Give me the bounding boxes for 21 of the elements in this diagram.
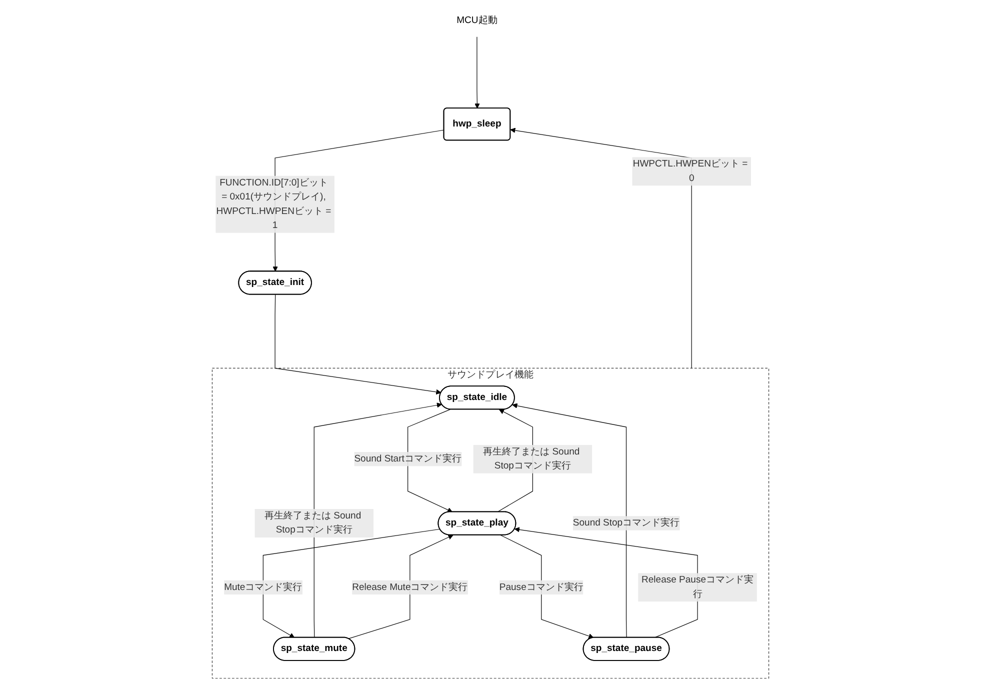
edge-label: Sound Stopコマンド実行 (572, 518, 680, 528)
edge-label: Pauseコマンド実行 (499, 582, 584, 592)
edge-label: Release Pauseコマンド実行 (642, 574, 754, 600)
edge-label: Muteコマンド実行 (224, 582, 302, 592)
arrow (408, 409, 453, 512)
arrow (314, 402, 442, 638)
arrow (512, 403, 627, 638)
arrow (510, 128, 692, 369)
edge-label: 再生終了または Sound Stopコマンド実行 (264, 510, 362, 536)
edge-label: FUNCTION.ID[7:0]ビット = 0x01(サウンドプレイ), HWPCTL.HWPENビット = 1 (216, 178, 332, 230)
arrow (274, 294, 442, 395)
arrow (474, 36, 480, 109)
arrow (348, 534, 454, 639)
node-text: MCU起動 (456, 15, 498, 26)
edge-label: HWPCTL.HWPENビット = 0 (632, 158, 748, 184)
arrow (262, 528, 440, 638)
arrow (514, 527, 698, 638)
arrow (500, 534, 594, 639)
edge-label: Release Muteコマンド実行 (352, 582, 468, 592)
edge-label: Sound Startコマンド実行 (354, 454, 462, 464)
edge-label: 再生終了または Sound Stopコマンド実行 (483, 446, 580, 471)
